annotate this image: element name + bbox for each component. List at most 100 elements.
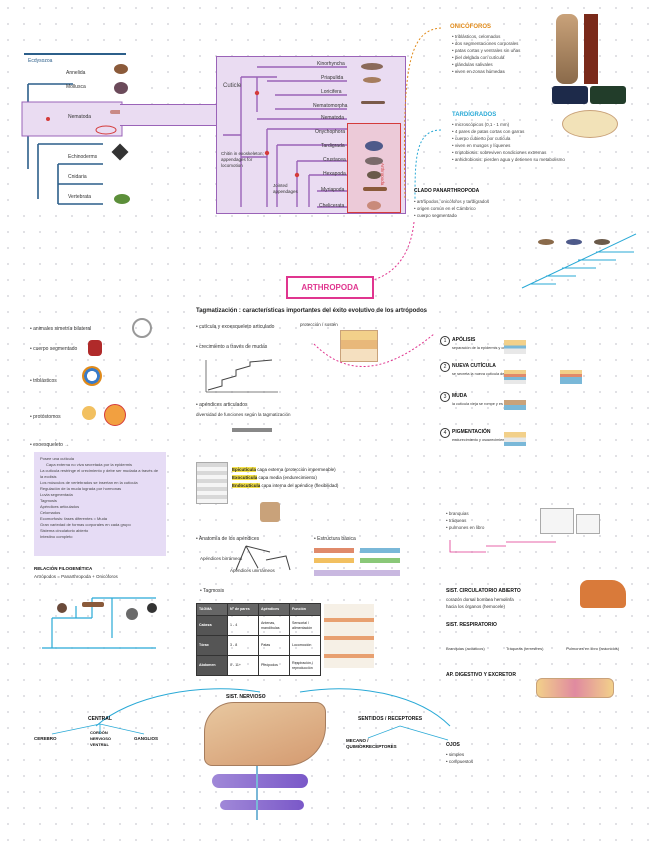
table-header-cell: TAGMA bbox=[196, 603, 228, 616]
moult-diagram-1 bbox=[504, 340, 526, 354]
sense-eyes: OJOS bbox=[446, 742, 460, 748]
nervous-ganglia: GANGLIOS bbox=[134, 736, 159, 741]
layer-row: Exocutícula capa media (endurecimiento) bbox=[232, 474, 338, 482]
exo-line: Luvia segmentada bbox=[40, 492, 73, 497]
spider-image bbox=[367, 201, 381, 210]
step-desc: separación de la epidermis y cutícula vi… bbox=[452, 346, 524, 350]
exo-line: Intestino completo bbox=[40, 534, 73, 539]
layer-name: Endocutícula bbox=[232, 483, 261, 488]
digestive-diagram bbox=[536, 678, 614, 698]
table-cell: Patas bbox=[258, 635, 290, 656]
step-name: PIGMENTACIÓN bbox=[452, 429, 491, 435]
thumb-label-vertebrata: Vertebrata bbox=[68, 194, 92, 200]
trait-bilateral: • animales simetría bilateral bbox=[30, 326, 92, 332]
sense-eye-compound: • compuestos bbox=[446, 759, 474, 764]
table-cell: Respiración / reproducción bbox=[289, 655, 321, 676]
kinorhyncha-image bbox=[361, 63, 383, 70]
orange-connector bbox=[403, 27, 442, 201]
sense-eye-simple: • simples bbox=[446, 752, 465, 757]
exchange-diagram bbox=[540, 508, 574, 534]
cuticle-layer-list: Epicutícula capa externa (protección imp… bbox=[232, 466, 338, 490]
center-b2: • crecimiento a través de mudas bbox=[196, 344, 268, 350]
clade-list: • artrópodos, onicóforos y tardígrados •… bbox=[414, 198, 489, 219]
resp-sub-3: Pulmones en libro (arácnidos) bbox=[566, 646, 620, 651]
circ-line-1: corazón dorsal bombea hemolinfa bbox=[446, 597, 514, 602]
main-title: ARTHROPODA bbox=[286, 276, 374, 299]
phylo-relation-diagram bbox=[42, 597, 157, 649]
ecdysozoa-tree-panel: Cuticle Chitin in exoskeleton; appendage… bbox=[216, 56, 406, 214]
step-name: NUEVA CUTÍCULA bbox=[452, 363, 496, 369]
sense-mechano: MECANO / QUIMIORRECEPTORES bbox=[346, 738, 397, 749]
appendage-right: Apéndices unirrámeos bbox=[230, 568, 275, 573]
gene-expression-diagram bbox=[314, 546, 404, 582]
layer-desc: capa externa (protección impermeable) bbox=[257, 467, 336, 472]
tree-label-loricifera: Loricifera bbox=[321, 89, 342, 95]
thumb-label-nematoda: Nematoda bbox=[68, 114, 92, 120]
table-cell: Locomoción bbox=[289, 635, 321, 656]
center-b3-note: diversidad de funciones según la tagmati… bbox=[196, 412, 291, 417]
gene-bar bbox=[360, 548, 400, 553]
cuticle-layers-diagram bbox=[196, 462, 228, 504]
tree-label-priapulida: Priapulida bbox=[321, 75, 344, 81]
tard-item: • microscópicos (0,1 - 1 mm) bbox=[452, 122, 510, 127]
tree-label-myriapoda: Myriapoda bbox=[321, 187, 345, 193]
exo-line: Ecomorfosis: fases diferentes = Muda bbox=[40, 516, 108, 521]
layer-row: Endocutícula capa interna del apéndice (… bbox=[232, 482, 338, 490]
embryo-icon-2 bbox=[104, 404, 126, 426]
moult-diagram-3 bbox=[560, 370, 582, 384]
exo-line: Regulación de la muda lograda por hormon… bbox=[40, 486, 122, 491]
phylogeny-thumbnail: Ecdysozoa Annelida Mollusca Nematoda Ech… bbox=[18, 44, 140, 214]
table-header-cell: Nº de pares bbox=[227, 603, 259, 616]
phylogeny-thumb-tree bbox=[21, 53, 126, 205]
onych-item: • dos segmentaciones corporales bbox=[452, 41, 519, 46]
nervous-cord: CORDÓN NERVIOSO VENTRAL bbox=[90, 730, 112, 747]
evolution-timeline-diagram bbox=[521, 233, 637, 289]
resp-item: • pulmones en libro bbox=[446, 525, 485, 530]
center-b1: • cutícula y exoesqueleto articulado bbox=[196, 324, 275, 330]
tree-label-chelicerata: Chelicerata bbox=[319, 203, 345, 209]
exo-line: Posee una cutícula bbox=[40, 456, 75, 461]
phylo-relation-title: RELACIÓN FILOGENÉTICA bbox=[34, 566, 93, 571]
thumb-label-echinoderms: Echinoderms bbox=[68, 154, 98, 160]
resp-sub-2: Tráqueas (terrestres) bbox=[506, 646, 544, 651]
layer-row: Epicutícula capa externa (protección imp… bbox=[232, 466, 338, 474]
trait-protostome: • protóstomos bbox=[30, 414, 61, 420]
embryo-icon bbox=[82, 406, 96, 420]
layer-name: Epicutícula bbox=[232, 467, 257, 472]
node-chitin: Chitin in exoskeleton; appendages for lo… bbox=[221, 151, 264, 168]
nerve-cord-diagram bbox=[212, 774, 308, 788]
table-cell: Sensorial / alimentación bbox=[289, 615, 321, 636]
clade-item: • origen común en el Cámbrico bbox=[414, 206, 476, 211]
onych-item: • piel delgada con cutícula bbox=[452, 55, 505, 60]
exo-line: La cutícula restringe el crecimiento y d… bbox=[40, 468, 159, 479]
node-jointed: Jointed appendages bbox=[273, 183, 298, 194]
octopus-image bbox=[114, 82, 128, 94]
tree-label-hexapoda: Hexapoda bbox=[323, 171, 346, 177]
table-cell: 3 - 8 bbox=[227, 635, 259, 656]
appendage-left: Apéndices birrámeos bbox=[200, 556, 243, 561]
step-number: 4 bbox=[440, 428, 450, 438]
sense-title: SENTIDOS / RECEPTORES bbox=[358, 716, 423, 722]
table-row: Tórax 3 - 8 Patas Locomoción bbox=[196, 635, 321, 656]
thumb-label-mollusca: Mollusca bbox=[66, 84, 86, 90]
table-cell: Antenas, mandíbulas bbox=[258, 615, 290, 636]
gene-bar bbox=[314, 558, 354, 563]
pink-arrow bbox=[313, 333, 435, 367]
tardigrade-photo-1 bbox=[552, 86, 588, 104]
tree-label-crustacea: Crustacea bbox=[323, 157, 346, 163]
step-number: 3 bbox=[440, 392, 450, 402]
thumb-label-cnidaria: Cnidaria bbox=[68, 174, 87, 180]
tagma-table: TAGMA Nº de pares Apéndices Función Cabe… bbox=[196, 603, 321, 676]
resp-title: SIST. RESPIRATORIO bbox=[446, 622, 497, 628]
insect-image bbox=[367, 171, 381, 179]
thumb-label-annelida: Annelida bbox=[66, 70, 86, 76]
thumb-label-ecdysozoa: Ecdysozoa bbox=[28, 58, 53, 64]
tagmosis-title: • Tagmosis bbox=[200, 588, 225, 594]
table-header-row: TAGMA Nº de pares Apéndices Función bbox=[196, 603, 321, 616]
tardigrade-diagram bbox=[562, 110, 618, 138]
moult-diagram-5 bbox=[504, 432, 526, 446]
nervous-branches bbox=[51, 723, 145, 735]
table-cell: 0 - 11+ bbox=[227, 655, 259, 676]
center-b3: • apéndices articulados bbox=[196, 402, 248, 408]
onych-item: • glándulas salivales bbox=[452, 62, 493, 67]
